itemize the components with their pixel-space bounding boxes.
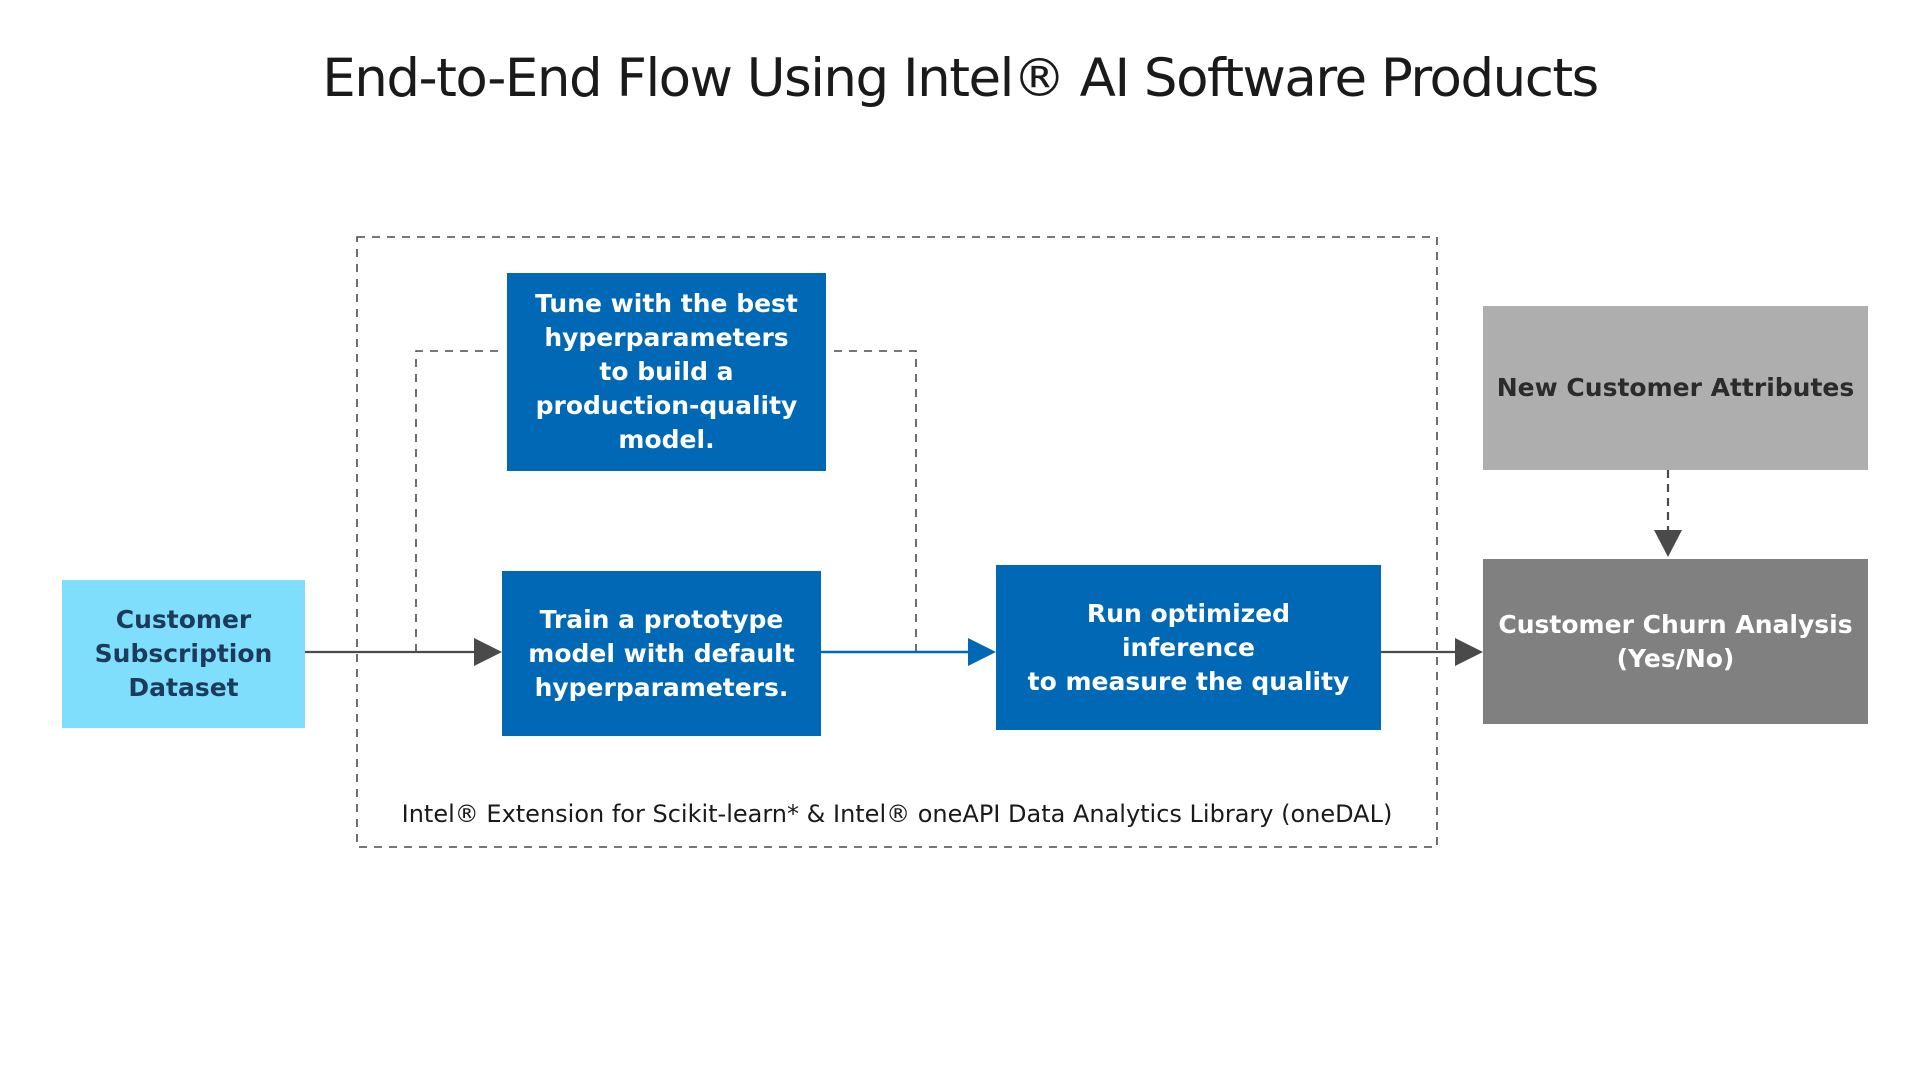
train-prototype-node: Train a prototype model with default hyp… bbox=[502, 571, 821, 736]
arrowhead-train-to-run bbox=[968, 638, 996, 666]
diagram-title: End-to-End Flow Using Intel® AI Software… bbox=[322, 48, 1599, 109]
arrowhead-dataset-to-train bbox=[474, 638, 502, 666]
tune-loop-right bbox=[834, 350, 917, 652]
arrowhead-attributes-to-churn bbox=[1654, 530, 1682, 557]
tune-loop-left bbox=[415, 350, 500, 652]
library-container-label: Intel® Extension for Scikit-learn* & Int… bbox=[401, 800, 1393, 828]
run-inference-node: Run optimized inference to measure the q… bbox=[996, 565, 1381, 730]
new-customer-attributes-node: New Customer Attributes bbox=[1483, 306, 1868, 470]
library-container bbox=[356, 236, 1438, 848]
customer-dataset-node: Customer Subscription Dataset bbox=[62, 580, 305, 728]
churn-analysis-node: Customer Churn Analysis (Yes/No) bbox=[1483, 559, 1868, 724]
arrowhead-run-to-churn bbox=[1455, 638, 1483, 666]
tune-hyperparameters-node: Tune with the best hyperparameters to bu… bbox=[507, 273, 826, 471]
